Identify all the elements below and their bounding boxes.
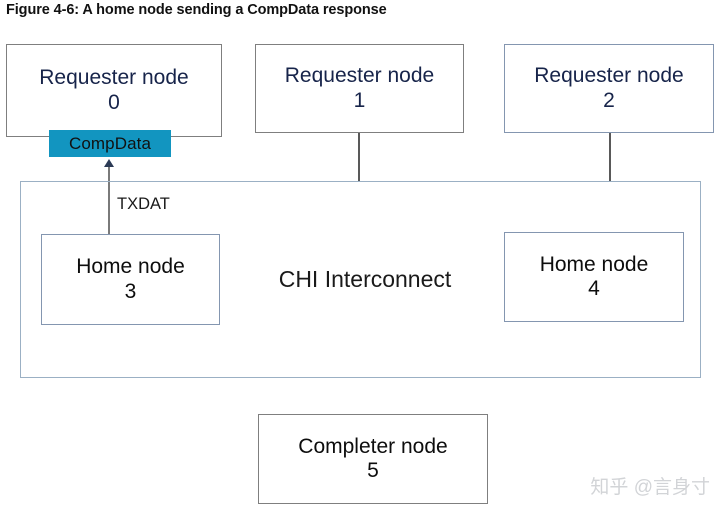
- requester-node-1-id: 1: [353, 88, 366, 112]
- requester-node-0-name: Requester node: [39, 66, 189, 90]
- connector-requester-1-to-interconnect: [358, 133, 360, 182]
- home-node-3-name: Home node: [76, 255, 185, 279]
- requester-node-1-name: Requester node: [284, 64, 435, 88]
- watermark: 知乎 @言身寸: [590, 477, 710, 498]
- requester-node-2-id: 2: [603, 88, 615, 112]
- connector-requester-2-to-interconnect: [609, 133, 611, 182]
- txdat-arrow-line: [108, 167, 110, 234]
- home-node-4-name: Home node: [539, 252, 649, 276]
- home-node-4-box[interactable]: Home node 4: [504, 232, 684, 322]
- requester-node-0-box[interactable]: Requester node 0: [6, 44, 222, 137]
- completer-node-5-id: 5: [367, 459, 379, 482]
- requester-node-0-id: 0: [108, 90, 120, 114]
- requester-node-2-name: Requester node: [534, 64, 684, 88]
- requester-node-2-box[interactable]: Requester node 2: [504, 44, 714, 133]
- home-node-3-box[interactable]: Home node 3: [41, 234, 220, 325]
- completer-node-5-name: Completer node: [298, 434, 448, 458]
- chi-interconnect-label: CHI Interconnect: [278, 266, 452, 292]
- home-node-3-id: 3: [124, 279, 137, 303]
- txdat-arrow-head-icon: [104, 159, 114, 167]
- requester-node-1-box[interactable]: Requester node 1: [255, 44, 464, 133]
- txdat-channel-label: TXDAT: [117, 195, 170, 213]
- chi-interconnect-box: [20, 181, 701, 378]
- compdata-badge[interactable]: CompData: [49, 130, 171, 157]
- completer-node-5-box[interactable]: Completer node 5: [258, 414, 488, 504]
- home-node-4-id: 4: [588, 277, 600, 300]
- figure-title: Figure 4-6: A home node sending a CompDa…: [6, 2, 387, 18]
